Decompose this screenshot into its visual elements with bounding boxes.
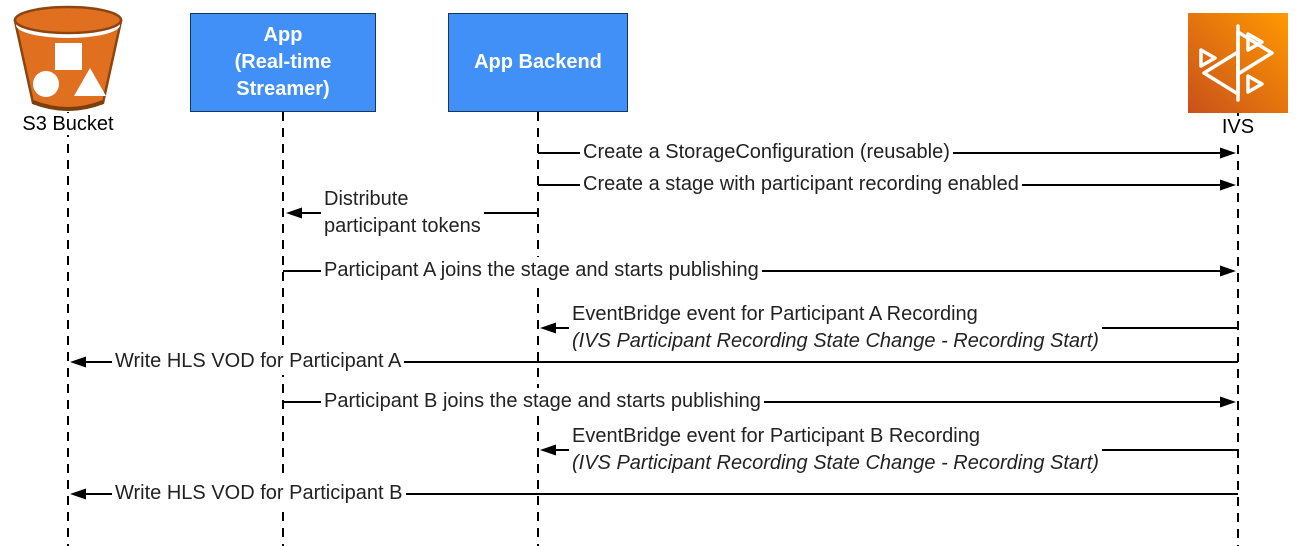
message-label-eventbridge-participant-b: EventBridge event for Participant B Reco… [569, 423, 1102, 477]
participant-label-s3-bucket: S3 Bucket [8, 113, 128, 135]
message-label-create-storage-configuration: Create a StorageConfiguration (reusable) [580, 139, 953, 166]
message-label-write-hls-vod-a: Write HLS VOD for Participant A [112, 348, 405, 375]
participant-label-ivs: IVS [1198, 116, 1278, 138]
message-label-participant-a-joins: Participant A joins the stage and starts… [321, 257, 762, 284]
message-label-line1: EventBridge event for Participant A Reco… [572, 303, 978, 325]
message-label-distribute-tokens: Distribute participant tokens [321, 186, 484, 240]
participant-label-app-backend: App Backend [474, 51, 602, 73]
message-label-create-stage: Create a stage with participant recordin… [580, 171, 1022, 198]
participant-box-app: App (Real-time Streamer) [190, 13, 376, 112]
ivs-icon [1188, 13, 1288, 113]
message-label-line2-italic: (IVS Participant Recording State Change … [572, 330, 1099, 352]
message-label-write-hls-vod-b: Write HLS VOD for Participant B [112, 480, 406, 507]
message-label-line1: EventBridge event for Participant B Reco… [572, 425, 980, 447]
participant-label-app: App (Real-time Streamer) [234, 24, 332, 100]
participant-box-app-backend: App Backend [448, 13, 628, 112]
s3-bucket-icon [13, 5, 123, 111]
message-label-participant-b-joins: Participant B joins the stage and starts… [321, 388, 764, 415]
message-label-eventbridge-participant-a: EventBridge event for Participant A Reco… [569, 301, 1102, 355]
message-label-line2-italic: (IVS Participant Recording State Change … [572, 452, 1099, 474]
